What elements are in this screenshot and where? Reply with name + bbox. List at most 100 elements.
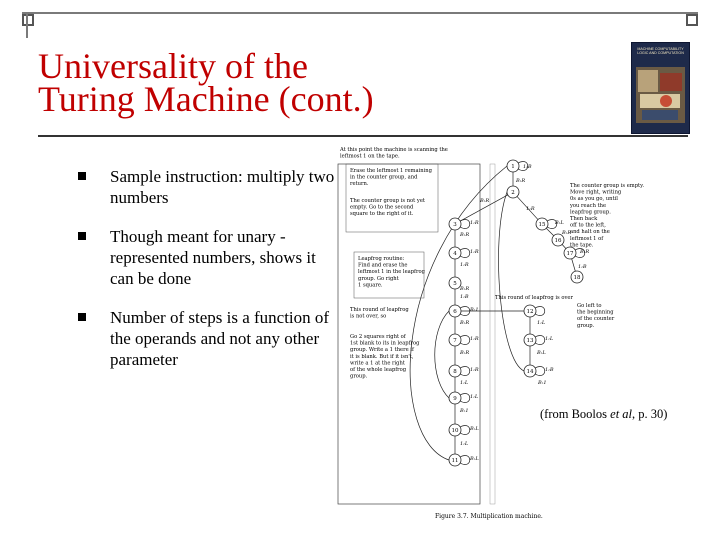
bullet-item: Though meant for unary -represented numb… [78, 226, 336, 289]
edge-label: 1:B [460, 294, 469, 300]
state-label: 17 [567, 251, 574, 257]
column-frame [489, 163, 496, 505]
figure-note-text: Go left to [577, 303, 602, 309]
return-edge [434, 310, 450, 399]
edge-label: B:R [459, 232, 469, 238]
transition-edge [516, 196, 539, 220]
state-node: 7 [448, 333, 462, 347]
edge-label: 1:R [470, 336, 479, 342]
erase-note-frame [345, 163, 439, 233]
edge-label: 1:L [545, 336, 554, 342]
figure-note-text: of the counter [577, 316, 615, 322]
state-node: 10 [448, 423, 462, 437]
edge-label: B:1 [537, 380, 547, 386]
self-loop-edge [517, 161, 529, 171]
figure-note-text: 0s as you go, until [570, 196, 618, 202]
bullet-text: Though meant for unary -represented numb… [110, 227, 316, 288]
state-node: 1 [506, 159, 520, 173]
figure-note-text: Leapfrog routine: [358, 256, 405, 262]
state-label: 4 [453, 251, 457, 257]
bullet-item: Number of steps is a function of the ope… [78, 307, 336, 370]
edge-label: B:R [579, 249, 589, 255]
state-label: 9 [453, 396, 457, 402]
figure-note-text: leapfrog group. [570, 209, 611, 215]
self-loop-edge [459, 335, 471, 345]
state-label: 3 [453, 222, 457, 228]
figure-note-text: and halt on the [570, 229, 610, 235]
self-loop-edge [459, 306, 471, 316]
edge-label: 1:R [526, 206, 535, 212]
self-loop-edge [459, 425, 471, 435]
edge-label: 1:R [470, 249, 479, 255]
state-label: 6 [453, 309, 457, 315]
state-node: 11 [448, 453, 462, 467]
edge-label: B:R [459, 286, 469, 292]
figure-note-text: This round of leapfrog [350, 307, 409, 313]
edge-label: B:L [469, 456, 479, 462]
edge-label: B:R [479, 198, 489, 204]
state-node: 3 [448, 217, 462, 231]
figure-note-text: return. [350, 181, 369, 187]
state-label: 15 [539, 222, 546, 228]
edge-label: 1:L [537, 320, 546, 326]
self-loop-edge [534, 366, 546, 376]
figure-caption: Figure 3.7. Multiplication machine. [435, 513, 543, 520]
figure-note-text: Erase the leftmost 1 remaining [350, 168, 433, 174]
edge-label: 1:L [460, 380, 469, 386]
leapfrog-note-frame [353, 251, 425, 299]
figure-credit: (from Boolos et al, p. 30) [540, 407, 668, 421]
self-loop-edge [459, 455, 471, 465]
figure-note-text: you reach the [569, 203, 606, 209]
book-cover-art [636, 67, 685, 123]
state-label: 10 [452, 428, 459, 434]
state-node: 5 [448, 276, 462, 290]
state-node: 6 [448, 304, 462, 318]
edge-label: 1:R [460, 262, 469, 268]
bullet-item: Sample instruction: multiply two numbers [78, 166, 336, 208]
state-label: 5 [453, 281, 457, 287]
figure-note-text: At this point the machine is scanning th… [339, 147, 448, 153]
edge-label: 1:B [578, 264, 587, 270]
state-node: 8 [448, 364, 462, 378]
state-node: 2 [506, 185, 520, 199]
figure-note-text: leftmost 1 of [570, 236, 604, 242]
figure-note-text: 1 square. [358, 282, 383, 288]
state-node: 16 [551, 233, 565, 247]
edge-label: B:R [515, 178, 525, 184]
edge-label: B:L [554, 220, 564, 226]
state-label: 13 [527, 338, 534, 344]
transition-edge [545, 227, 555, 237]
state-label: 8 [453, 369, 457, 375]
figure-note-text: Find and erase the [358, 263, 408, 269]
state-label: 12 [527, 309, 534, 315]
figure-note-text: Go 2 squares right of [350, 334, 407, 340]
state-node: 9 [448, 391, 462, 405]
self-loop-edge [459, 393, 471, 403]
slide-title: Universality of the Turing Machine (cont… [38, 48, 598, 117]
figure-note-text: the beginning [577, 310, 614, 316]
figure-note-text: Move right, writing [570, 190, 622, 196]
state-label: 11 [452, 458, 459, 464]
edge-label: 1:L [470, 394, 479, 400]
return-edge [498, 191, 525, 372]
figure-note-text: leftmost 1 in the leapfrog [358, 269, 426, 275]
edge-label: 1:L [460, 441, 469, 447]
state-label: 14 [527, 369, 534, 375]
figure-note-text: The counter group is empty. [570, 183, 644, 189]
bullet-list: Sample instruction: multiply two numbers… [78, 166, 336, 388]
bullet-square-icon [78, 232, 86, 240]
book-cover-image: MACHINE COMPUTABILITY LOGIC AND COMPUTAT… [631, 42, 690, 134]
edge-label: B:R [459, 350, 469, 356]
figure-note-text: group. [577, 323, 595, 329]
left-vertical-rule [26, 12, 28, 38]
figure-note-text: write a 1 at the right [350, 360, 406, 366]
self-loop-edge [534, 335, 546, 345]
self-loop-edge [574, 248, 586, 258]
edge-label: B:R [459, 320, 469, 326]
top-left-square [22, 14, 34, 26]
figure-note-text: The counter group is not yet [350, 198, 426, 204]
state-node: 4 [448, 246, 462, 260]
edge-label: B:1 [469, 307, 479, 313]
